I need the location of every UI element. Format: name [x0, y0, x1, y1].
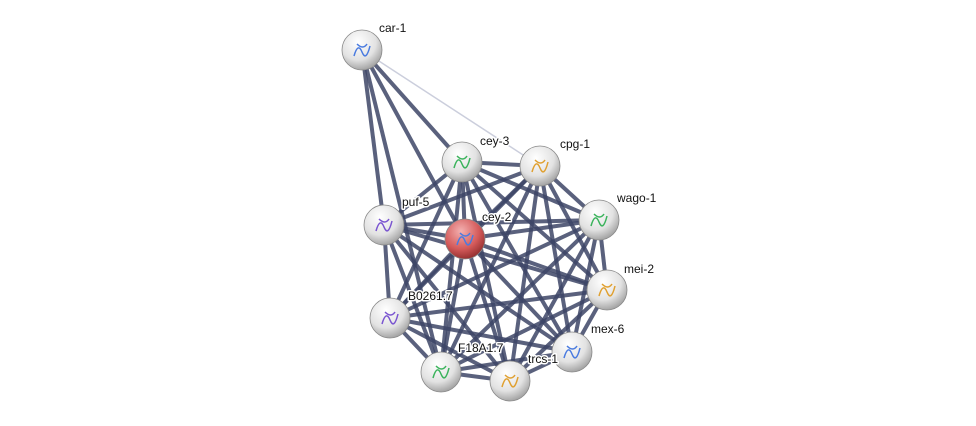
node-B0261.7[interactable]: B0261.7	[369, 288, 455, 339]
edge-puf-5-wago-1[interactable]	[383, 218, 600, 227]
node-label: cey-3	[480, 134, 510, 148]
edge-car-1-puf-5[interactable]	[360, 49, 386, 226]
node-label: mei-2	[624, 262, 654, 276]
protein-structure-icon	[598, 283, 616, 297]
edge-cey-3-mei-2[interactable]	[460, 160, 609, 292]
protein-structure-icon	[432, 365, 450, 379]
edge-mei-2-trcs-1[interactable]	[508, 288, 609, 383]
node-bubble[interactable]	[586, 269, 628, 311]
node-bubble[interactable]	[341, 29, 383, 71]
node-label: trcs-1	[528, 352, 558, 366]
node-bubble[interactable]	[551, 331, 593, 373]
node-label: wago-1	[616, 191, 657, 205]
edge-B0261.7-trcs-1[interactable]	[389, 316, 511, 383]
edge-puf-5-trcs-1[interactable]	[382, 223, 512, 383]
edge-cey-3-B0261.7[interactable]	[388, 161, 464, 319]
node-cey-3[interactable]: cey-3	[441, 133, 511, 183]
node-bubble[interactable]	[369, 297, 411, 339]
node-mei-2[interactable]: mei-2	[586, 261, 656, 311]
node-label: F18A1.7	[458, 341, 504, 355]
node-label: B0261.7	[408, 289, 453, 303]
protein-structure-icon	[375, 218, 393, 232]
edge-car-1-cey-3[interactable]	[360, 48, 464, 164]
protein-structure-icon	[381, 311, 399, 325]
edge-puf-5-mex-6[interactable]	[382, 223, 574, 354]
node-trcs-1[interactable]: trcs-1	[489, 351, 560, 402]
node-label: cpg-1	[560, 137, 590, 151]
edge-cey-2-F18A1.7[interactable]	[439, 238, 467, 373]
edge-wago-1-trcs-1[interactable]	[508, 219, 601, 382]
protein-structure-icon	[563, 345, 581, 359]
edge-cpg-1-mei-2[interactable]	[538, 165, 609, 291]
node-label: mex-6	[591, 322, 625, 336]
edge-cey-3-wago-1[interactable]	[461, 160, 600, 222]
edge-cey-2-trcs-1[interactable]	[463, 238, 512, 382]
edge-cey-2-mei-2[interactable]	[464, 237, 608, 292]
node-bubble[interactable]	[578, 199, 620, 241]
node-label: cey-2	[482, 210, 512, 224]
node-bubble[interactable]	[444, 218, 486, 260]
node-cey-2[interactable]: cey-2	[444, 209, 513, 260]
node-bubble[interactable]	[519, 145, 561, 187]
node-label: car-1	[379, 21, 407, 35]
node-label: puf-5	[402, 195, 430, 209]
node-car-1[interactable]: car-1	[341, 20, 408, 71]
edge-cey-2-wago-1[interactable]	[464, 218, 600, 241]
edge-car-1-F18A1.7[interactable]	[360, 49, 443, 373]
protein-structure-icon	[456, 232, 474, 246]
edge-wago-1-mex-6[interactable]	[570, 219, 601, 353]
edge-car-1-cpg-1[interactable]	[361, 49, 541, 167]
edge-puf-5-mei-2[interactable]	[383, 223, 608, 292]
edge-wago-1-F18A1.7[interactable]	[439, 218, 601, 374]
protein-structure-icon	[353, 43, 371, 57]
edge-puf-5-F18A1.7[interactable]	[382, 224, 443, 373]
protein-structure-icon	[531, 159, 549, 173]
node-bubble[interactable]	[420, 351, 462, 393]
node-F18A1.7[interactable]: F18A1.7	[420, 340, 505, 393]
edge-car-1-cey-2[interactable]	[360, 49, 467, 240]
node-bubble[interactable]	[489, 360, 531, 402]
node-puf-5[interactable]: puf-5	[363, 194, 431, 246]
edge-B0261.7-mex-6[interactable]	[389, 316, 573, 354]
node-bubble[interactable]	[441, 141, 483, 183]
node-mex-6[interactable]: mex-6	[551, 321, 626, 373]
protein-structure-icon	[590, 213, 608, 227]
node-bubble[interactable]	[363, 204, 405, 246]
node-cpg-1[interactable]: cpg-1	[519, 136, 592, 187]
edge-cpg-1-puf-5[interactable]	[383, 164, 541, 227]
protein-structure-icon	[501, 374, 519, 388]
edge-cpg-1-trcs-1[interactable]	[508, 165, 542, 382]
node-wago-1[interactable]: wago-1	[578, 190, 658, 241]
protein-structure-icon	[453, 155, 471, 169]
